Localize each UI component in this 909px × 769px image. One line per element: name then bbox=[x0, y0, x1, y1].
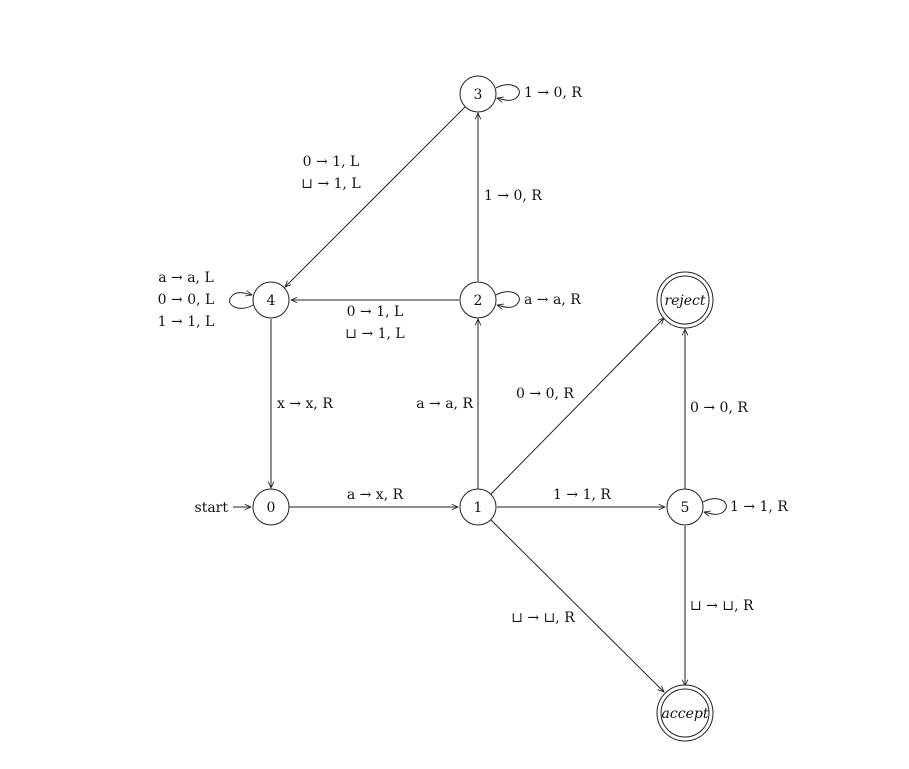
state-q2: 2 bbox=[459, 281, 497, 319]
state-q3-label: 3 bbox=[474, 87, 483, 103]
label-q2-q3: 1 → 0, R bbox=[484, 188, 542, 204]
label-q4-loop-line1: a → a, L bbox=[158, 270, 214, 286]
state-q0-label: 0 bbox=[267, 500, 276, 516]
label-q5-reject: 0 → 0, R bbox=[690, 400, 748, 416]
state-q4: 4 bbox=[252, 281, 290, 319]
state-reject: reject bbox=[656, 271, 714, 329]
label-q1-accept: ⊔ → ⊔, R bbox=[511, 610, 575, 626]
label-q2-q4-line2: ⊔ → 1, L bbox=[345, 326, 404, 342]
label-q0-q1: a → x, R bbox=[347, 487, 404, 503]
label-q4-loop-line2: 0 → 0, L bbox=[158, 292, 215, 308]
label-q3-q4-line2: ⊔ → 1, L bbox=[301, 176, 360, 192]
state-q3: 3 bbox=[459, 75, 497, 113]
edge-q3-q4 bbox=[285, 106, 466, 287]
label-q1-q2: a → a, R bbox=[416, 396, 473, 412]
label-q2-loop: a → a, R bbox=[524, 292, 581, 308]
label-q4-q0: x → x, R bbox=[277, 396, 333, 412]
label-q3-q4-line1: 0 → 1, L bbox=[303, 154, 360, 170]
state-q2-label: 2 bbox=[474, 293, 483, 309]
edge-q1-accept bbox=[490, 519, 664, 692]
state-q4-label: 4 bbox=[267, 293, 276, 309]
state-q1-label: 1 bbox=[474, 500, 483, 516]
edge-q1-reject bbox=[490, 318, 664, 495]
state-accept: accept bbox=[656, 684, 714, 742]
loop-q5 bbox=[702, 498, 727, 515]
state-accept-label: accept bbox=[662, 706, 709, 722]
label-q4-loop-line3: 1 → 1, L bbox=[158, 314, 215, 330]
label-q1-q5: 1 → 1, R bbox=[553, 487, 611, 503]
label-q1-reject: 0 → 0, R bbox=[516, 386, 574, 402]
state-q5-label: 5 bbox=[681, 500, 690, 516]
state-q1: 1 bbox=[459, 488, 497, 526]
loop-q3 bbox=[495, 84, 520, 101]
state-q0: 0 bbox=[252, 488, 290, 526]
label-q5-accept: ⊔ → ⊔, R bbox=[690, 598, 754, 614]
start-label: start bbox=[195, 500, 229, 516]
state-reject-label: reject bbox=[664, 293, 705, 309]
label-q2-q4-line1: 0 → 1, L bbox=[347, 304, 404, 320]
state-q5: 5 bbox=[666, 488, 704, 526]
label-q5-loop: 1 → 1, R bbox=[730, 499, 788, 515]
loop-q2 bbox=[495, 291, 520, 308]
label-q3-loop: 1 → 0, R bbox=[524, 85, 582, 101]
loop-q4 bbox=[229, 293, 254, 309]
